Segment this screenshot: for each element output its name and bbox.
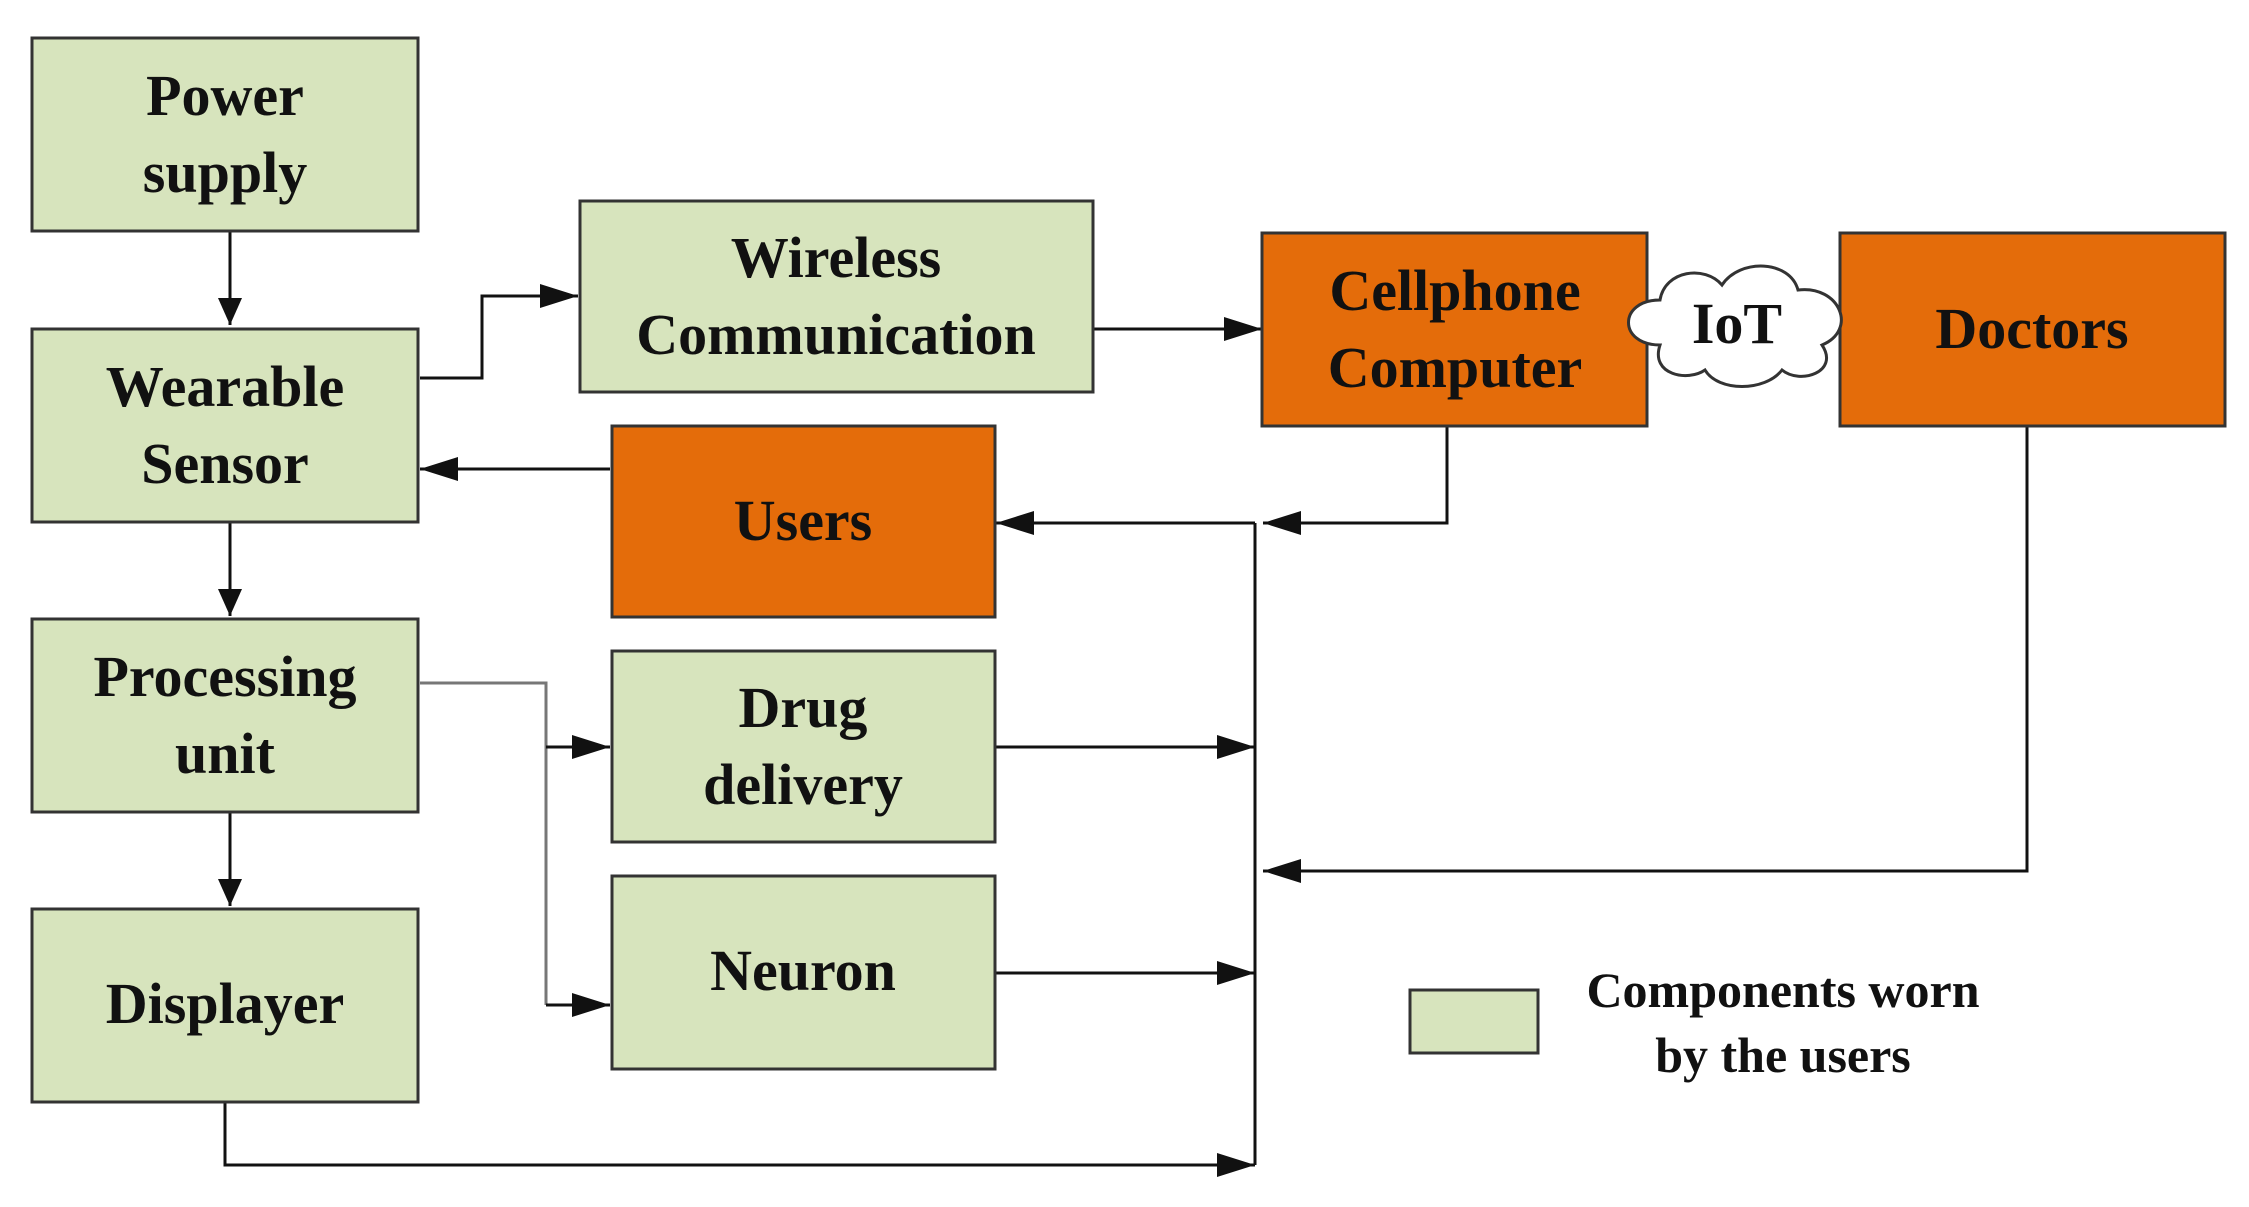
arrowhead-cellphone-left bbox=[1224, 317, 1262, 341]
cloud-label: IoT bbox=[1692, 291, 1782, 356]
node-label: Doctors bbox=[1935, 296, 2128, 361]
edge-doctors-to-bus bbox=[1263, 426, 2029, 873]
node-box bbox=[30, 907, 420, 1104]
arrowhead-bus-drug bbox=[1217, 735, 1255, 759]
arrowhead-sensor-top bbox=[218, 298, 242, 325]
node-box bbox=[610, 424, 997, 619]
node-displayer: Displayer bbox=[30, 907, 420, 1104]
legend-label: by the users bbox=[1655, 1027, 1911, 1083]
legend-label: Components worn bbox=[1586, 962, 1979, 1018]
node-box bbox=[30, 617, 420, 814]
connectors bbox=[218, 232, 2029, 1177]
node-label: Processing bbox=[93, 644, 356, 709]
node-label: supply bbox=[143, 140, 307, 205]
node-label: unit bbox=[175, 721, 276, 786]
node-processing-unit: Processing unit bbox=[30, 617, 420, 814]
arrowhead-wireless-left bbox=[540, 284, 578, 308]
arrowhead-drug-left bbox=[572, 735, 610, 759]
node-users: Users bbox=[610, 424, 997, 619]
node-label: delivery bbox=[703, 752, 903, 817]
node-label: Power bbox=[146, 63, 304, 128]
arrowhead-processing-top bbox=[218, 589, 242, 616]
node-label: Users bbox=[734, 488, 873, 553]
node-wearable-sensor: Wearable Sensor bbox=[30, 327, 420, 524]
cloud-shape bbox=[1627, 264, 1843, 388]
node-label: Sensor bbox=[141, 431, 309, 496]
node-label: Wireless bbox=[731, 225, 942, 290]
arrowhead-bus-displayer bbox=[1217, 1153, 1255, 1177]
node-wireless-communication: Wireless Communication bbox=[578, 199, 1095, 394]
arrowhead-bus-doctors bbox=[1263, 859, 1301, 883]
arrowhead-displayer-top bbox=[218, 879, 242, 906]
node-box bbox=[610, 874, 997, 1071]
node-drug-delivery: Drug delivery bbox=[610, 649, 997, 844]
arrowhead-sensor-right bbox=[420, 457, 458, 481]
edge-cellphone-down bbox=[1263, 426, 1449, 525]
node-label: Wearable bbox=[106, 354, 344, 419]
legend-swatch bbox=[1408, 988, 1540, 1055]
node-label: Computer bbox=[1328, 335, 1583, 400]
node-box bbox=[578, 199, 1095, 394]
arrowhead-bus-neuron bbox=[1217, 961, 1255, 985]
node-label: Communication bbox=[636, 302, 1036, 367]
edge-sensor-to-wireless bbox=[420, 294, 578, 380]
node-neuron: Neuron bbox=[610, 874, 997, 1071]
node-label: Displayer bbox=[106, 971, 344, 1036]
edge-displayer-to-bus bbox=[223, 1102, 1255, 1167]
arrowhead-bus-cellphone bbox=[1263, 511, 1301, 535]
arrowhead-neuron-left bbox=[572, 993, 610, 1017]
node-doctors: Doctors bbox=[1838, 231, 2227, 428]
arrowhead-users-right bbox=[996, 511, 1034, 535]
legend: Components worn by the users bbox=[1408, 962, 1980, 1083]
node-box bbox=[30, 327, 420, 524]
node-box bbox=[610, 649, 997, 844]
node-label: Neuron bbox=[710, 938, 896, 1003]
node-cellphone-computer: Cellphone Computer bbox=[1260, 231, 1649, 428]
node-box bbox=[30, 36, 420, 233]
node-box bbox=[1838, 231, 2227, 428]
node-label: Cellphone bbox=[1329, 258, 1580, 323]
cloud-icon: IoT bbox=[1627, 264, 1843, 388]
node-label: Drug bbox=[739, 675, 868, 740]
edge-processing-branch bbox=[420, 681, 548, 1005]
node-power-supply: Power supply bbox=[30, 36, 420, 233]
